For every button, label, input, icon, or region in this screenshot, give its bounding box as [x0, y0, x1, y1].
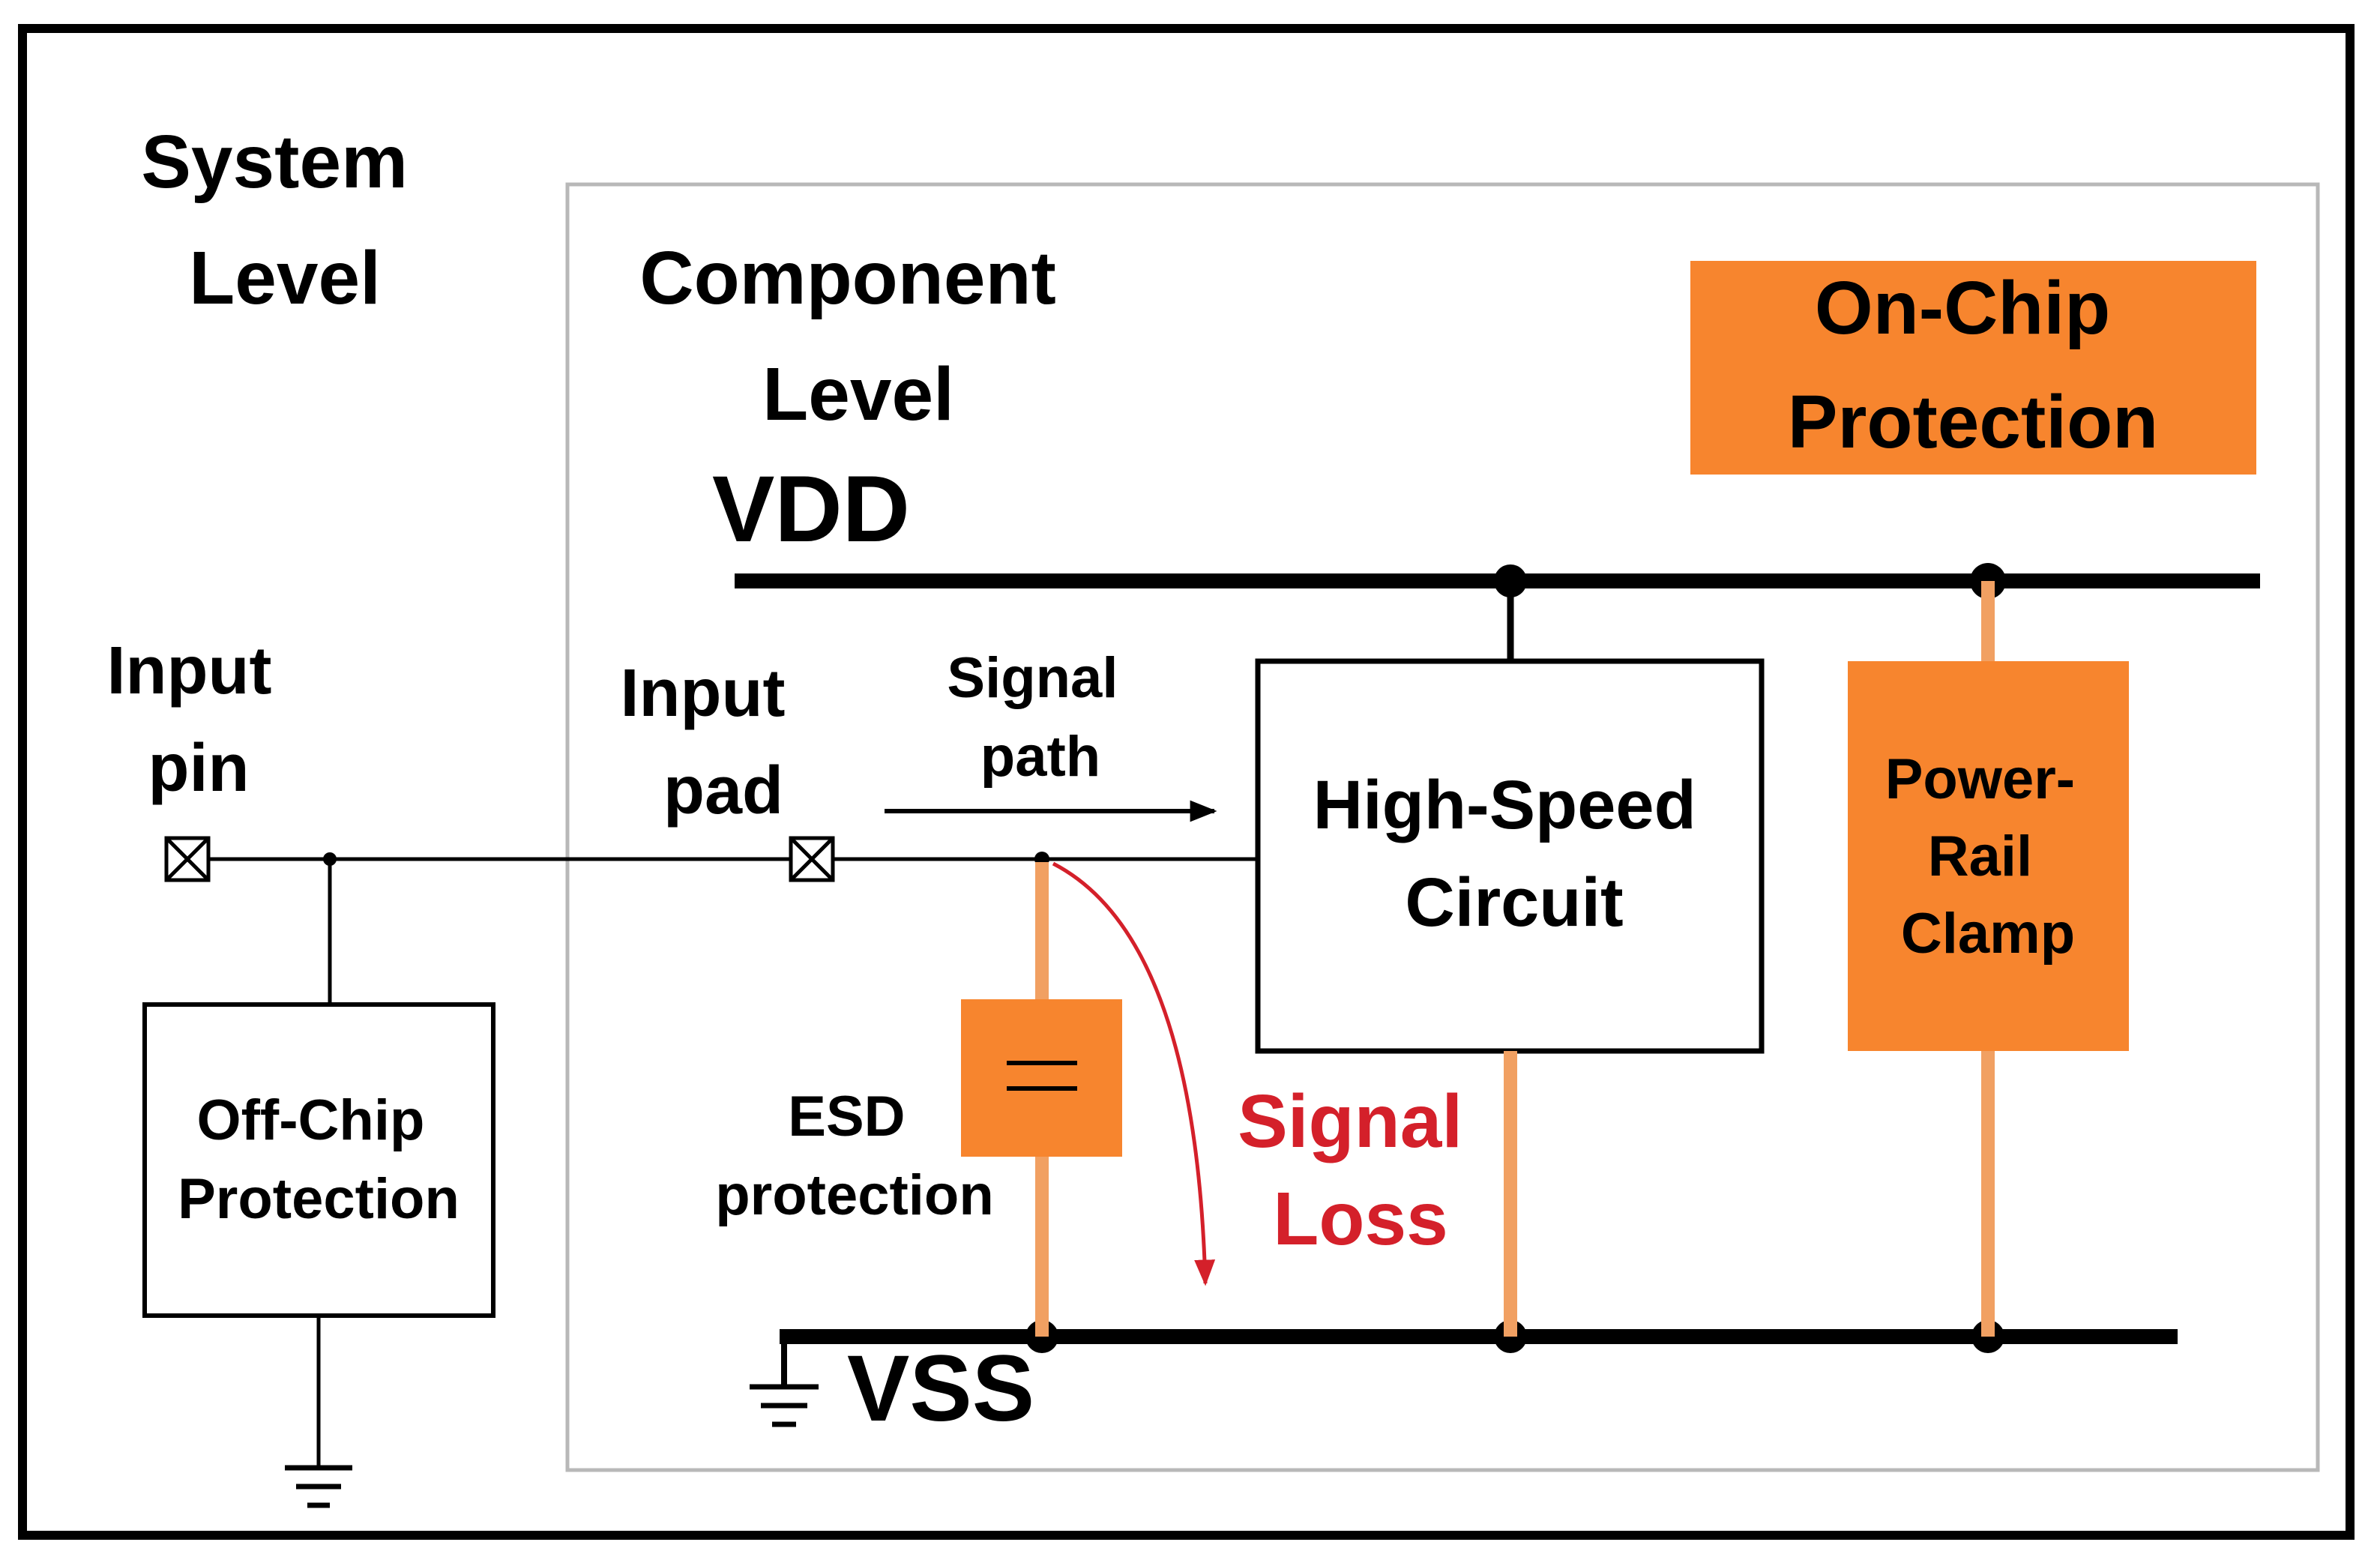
high-speed-circuit-box — [1255, 658, 1765, 1054]
on-chip-protection-box — [1690, 261, 2256, 475]
signal-path-label: Signal path — [947, 646, 1133, 789]
esd-protection-box — [961, 999, 1122, 1157]
vss-label: VSS — [847, 1337, 1034, 1441]
input-pad-icon — [789, 836, 835, 882]
input-pin-label: Input pin — [107, 633, 291, 806]
component-level-label: Component Level — [639, 236, 1076, 436]
component-level-frame — [565, 182, 2320, 1472]
power-rail-clamp-label: Power- Rail Clamp — [1885, 747, 2091, 966]
high-speed-circuit-label: High-Speed Circuit — [1313, 767, 1716, 941]
off-chip-ground-icon — [285, 1465, 352, 1508]
signal-loss-arrow — [1052, 861, 1216, 1286]
off-chip-protection-label: Off-Chip Protection — [178, 1088, 460, 1231]
vdd-label: VDD — [712, 457, 910, 561]
esd-protection-label: ESD protection — [715, 1085, 994, 1227]
input-pin-icon — [164, 836, 211, 882]
power-rail-clamp-box — [1848, 661, 2129, 1051]
signal-loss-label: Signal Loss — [1238, 1079, 1483, 1261]
vss-ground-icon — [750, 1384, 819, 1427]
on-chip-protection-label: On-Chip Protection — [1788, 266, 2158, 464]
off-chip-protection-box — [142, 1002, 495, 1318]
capacitor-icon — [1007, 1061, 1077, 1091]
system-level-label: System Level — [141, 120, 429, 320]
input-pad-label: Input pad — [621, 656, 804, 828]
